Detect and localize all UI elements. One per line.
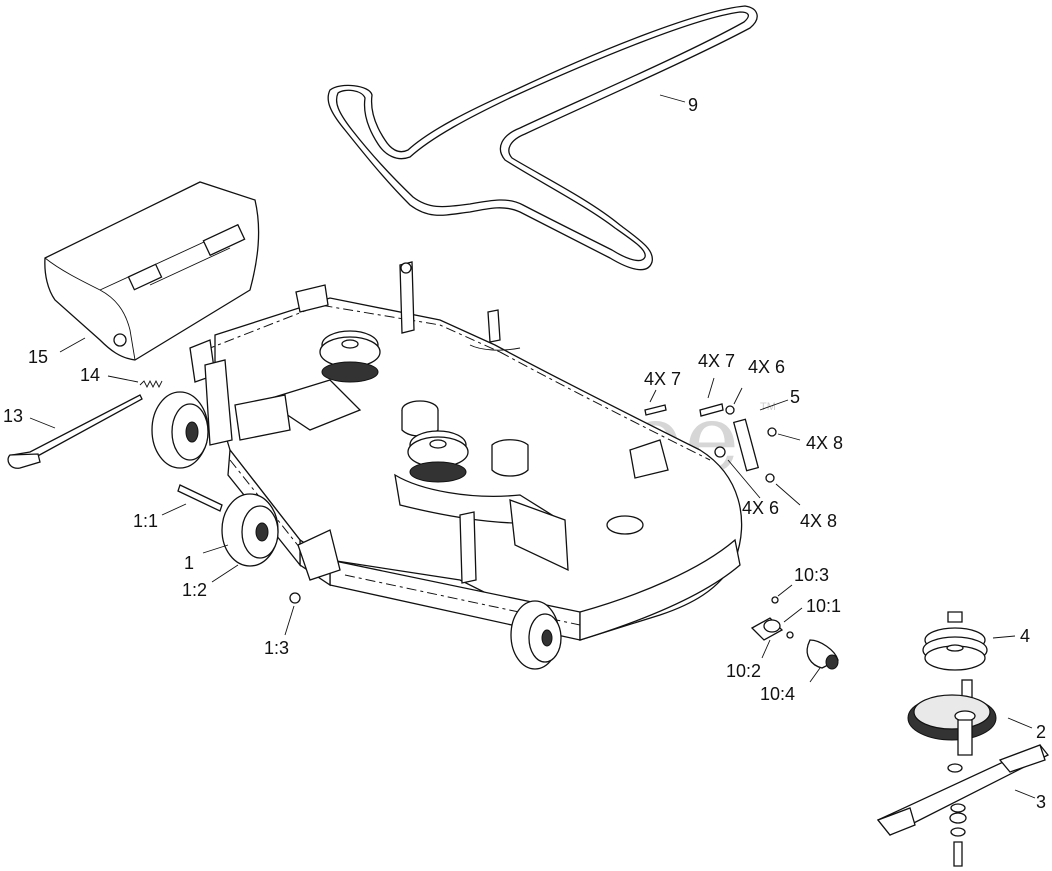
leader-4x6a xyxy=(733,387,743,405)
mower-deck xyxy=(189,261,743,641)
discharge-chute xyxy=(44,181,260,361)
callout-4x7-left: 4X 7 xyxy=(644,369,681,389)
callout-4x8-bottom: 4X 8 xyxy=(800,511,837,531)
leader-10-2 xyxy=(761,639,771,659)
leader-4x6b xyxy=(727,459,761,499)
deck-wheel-front xyxy=(510,600,562,670)
callout-4: 4 xyxy=(1020,626,1030,646)
leader-9 xyxy=(659,94,686,103)
callout-4x8-top: 4X 8 xyxy=(806,433,843,453)
callout-10-3: 10:3 xyxy=(794,565,829,585)
callout-1: 1 xyxy=(184,553,194,573)
spindle-housing xyxy=(907,679,997,756)
deck-wheel-rear-left xyxy=(151,391,209,469)
callout-4x6-top: 4X 6 xyxy=(748,357,785,377)
leader-4 xyxy=(992,635,1016,639)
wheel-bolt xyxy=(177,484,223,512)
deck-pulley-right xyxy=(407,430,469,483)
wheel-nut xyxy=(289,592,301,604)
leader-14 xyxy=(107,375,139,383)
leader-4x7b xyxy=(707,377,715,399)
leader-10-4 xyxy=(809,667,821,683)
hardware-bolts xyxy=(644,403,777,483)
callout-3: 3 xyxy=(1036,792,1046,812)
leader-2 xyxy=(1007,717,1033,729)
spindle-pulley xyxy=(922,611,988,671)
callout-4x6-bottom: 4X 6 xyxy=(742,498,779,518)
deck-pulley-left xyxy=(319,330,381,383)
leader-1-1 xyxy=(161,503,187,516)
deck-wheel xyxy=(221,493,279,567)
leader-15 xyxy=(59,337,86,353)
callout-10-4: 10:4 xyxy=(760,684,795,704)
adjuster-assembly xyxy=(750,596,839,670)
callout-15: 15 xyxy=(28,347,48,367)
blade xyxy=(876,744,1050,867)
leader-1-3 xyxy=(284,605,295,636)
leader-10-1 xyxy=(783,607,803,623)
belt xyxy=(327,5,758,271)
leader-3 xyxy=(1014,789,1036,799)
leader-4x8b xyxy=(775,483,801,506)
callout-9: 9 xyxy=(688,95,698,115)
callout-10-1: 10:1 xyxy=(806,596,841,616)
leader-4x7a xyxy=(649,389,657,403)
leader-4x8a xyxy=(777,433,801,441)
callout-1-1: 1:1 xyxy=(133,511,158,531)
callout-14: 14 xyxy=(80,365,100,385)
leader-10-3 xyxy=(777,584,793,597)
spring xyxy=(139,379,163,389)
callout-4x7-right: 4X 7 xyxy=(698,351,735,371)
leader-1-2 xyxy=(211,564,239,583)
callout-1-2: 1:2 xyxy=(182,580,207,600)
callout-10-2: 10:2 xyxy=(726,661,761,681)
leader-5 xyxy=(759,399,789,411)
callout-5: 5 xyxy=(790,387,800,407)
rod xyxy=(7,394,143,469)
callout-2: 2 xyxy=(1036,722,1046,742)
leader-13 xyxy=(29,417,56,429)
leader-1 xyxy=(202,544,229,554)
callout-1-3: 1:3 xyxy=(264,638,289,658)
callout-13: 13 xyxy=(3,406,23,426)
